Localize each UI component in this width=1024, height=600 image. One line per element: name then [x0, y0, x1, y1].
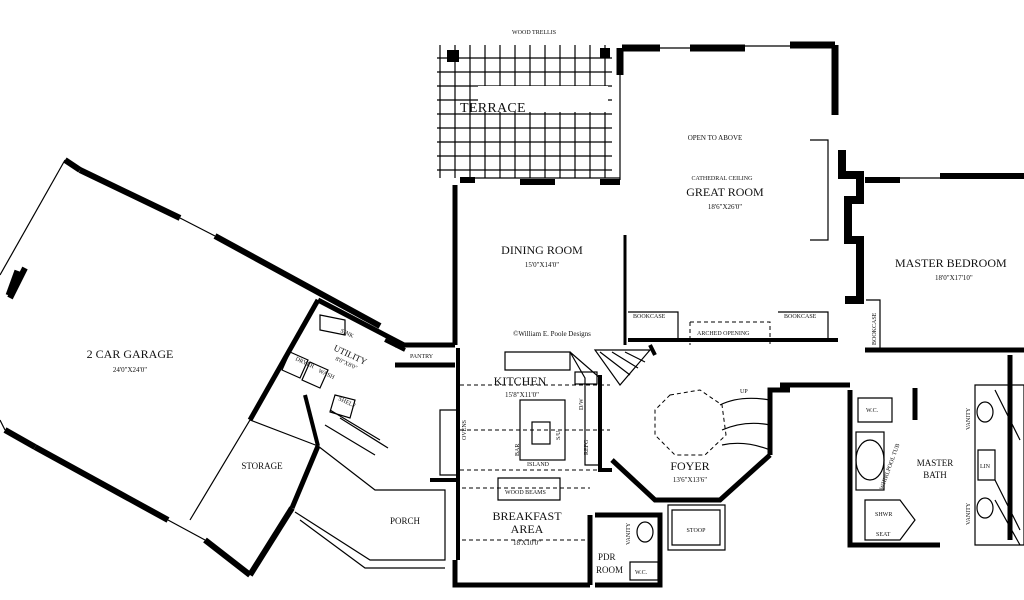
wood-beams-label: WOOD BEAMS [505, 490, 546, 496]
breakfast-name: BREAKFAST [492, 509, 562, 523]
kitchen-dims: 15'8"X11'0" [505, 391, 539, 399]
foyer-walls [593, 344, 850, 503]
whirlpool-tub [855, 439, 885, 481]
master-bath-wc: W.C. [866, 408, 879, 414]
utility-walls [281, 297, 455, 456]
master-bath-vanity-top: VANITY [966, 407, 972, 430]
master-bath-vanity-bottom: VANITY [966, 502, 972, 525]
kitchen-refg: REFG [584, 439, 590, 455]
utility-sink: SINK [339, 328, 355, 340]
kitchen-dw: D/W [579, 398, 585, 410]
terrace-label-bg [478, 86, 608, 112]
pdr-name: PDR [598, 552, 616, 562]
kitchen-island-label: ISLAND [527, 462, 550, 468]
master-bath-lin: LIN [980, 464, 991, 470]
kitchen-ovens: OVENS [462, 420, 468, 440]
bookcase-label-vertical: BOOKCASE [872, 312, 878, 345]
garage-name: 2 CAR GARAGE [87, 347, 174, 361]
stoop-name: STOOP [687, 528, 707, 534]
dining-dims: 15'0"X14'0" [525, 261, 559, 269]
garage-door-marker [5, 269, 21, 297]
bookcase-label-left: BOOKCASE [633, 314, 666, 320]
master-bath-shwr: SHWR [875, 512, 892, 518]
master-bath-walls [847, 384, 1024, 548]
great-room-note-ceiling: CATHEDRAL CEILING [692, 176, 754, 182]
breakfast-dims: 18'X10'0" [513, 539, 541, 547]
breakfast-walls [430, 477, 593, 588]
master-bath-name2: BATH [923, 470, 947, 480]
foyer-dims: 13'6"X13'6" [673, 476, 707, 484]
master-bath-name: MASTER [917, 458, 954, 468]
terrace-trellis [437, 45, 612, 178]
pdr-room-walls [595, 512, 663, 588]
dining-name: DINING ROOM [501, 243, 583, 257]
porch-name: PORCH [390, 516, 421, 526]
pdr-vanity: VANITY [626, 522, 632, 545]
foyer-chandelier-outline [654, 389, 727, 456]
trellis-post [600, 48, 610, 58]
dining-room-walls [452, 177, 627, 345]
master-bedroom-walls [865, 173, 1024, 540]
kitchen-bar: BAR [515, 444, 521, 456]
stair-up-label: UP [740, 389, 748, 395]
trellis-label: WOOD TRELLIS [512, 30, 556, 36]
kitchen-name: KITCHEN [494, 374, 547, 388]
master-bedroom-dims: 18'0"X17'10" [935, 274, 973, 282]
kitchen-su: S/U [556, 430, 562, 440]
foyer-name: FOYER [670, 459, 709, 473]
kitchen-walls [439, 348, 612, 560]
great-room-dims: 18'6"X26'0" [708, 203, 742, 211]
pdr-name2: ROOM [596, 565, 623, 575]
pdr-wc: W.C. [635, 570, 648, 576]
terrace-label: TERRACE [460, 101, 526, 116]
garage-walls [0, 157, 382, 578]
master-bath-seat: SEAT [876, 532, 891, 538]
garage-dims: 24'0"X24'0" [113, 366, 147, 374]
breakfast-name2: AREA [511, 522, 544, 536]
pantry-name: PANTRY [410, 354, 434, 360]
trellis-post [447, 50, 459, 62]
bookcase-label-right: BOOKCASE [784, 314, 817, 320]
copyright: ©William E. Poole Designs [513, 330, 591, 338]
storage-name: STORAGE [241, 461, 283, 471]
great-room-name: GREAT ROOM [686, 185, 764, 199]
utility-wash: WASH [317, 368, 336, 381]
master-bedroom-name: MASTER BEDROOM [895, 256, 1007, 270]
porch-outline [294, 445, 726, 569]
great-room-walls [616, 41, 864, 345]
great-room-note-open: OPEN TO ABOVE [688, 134, 743, 142]
arched-opening-label: ARCHED OPENING [697, 331, 750, 337]
pdr-sink [636, 521, 654, 543]
